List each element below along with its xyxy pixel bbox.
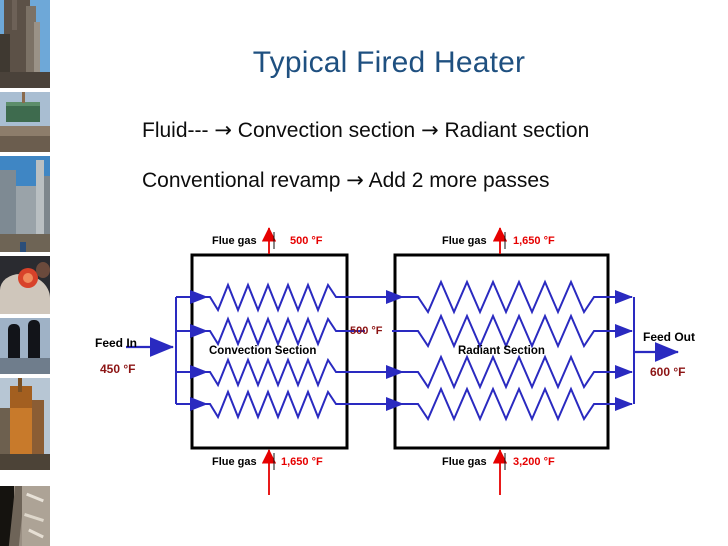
convection-tube-pass-1	[200, 282, 347, 313]
bullet-text-pre: Conventional revamp	[142, 169, 347, 192]
photo-shape	[0, 358, 50, 374]
photo-shape	[0, 34, 10, 88]
photo-shape	[23, 273, 33, 283]
photo-shape	[20, 242, 26, 252]
flue-gas-temp-radiant-bottom: 3,200 °F	[513, 456, 555, 468]
convection-tube-pass-4	[200, 389, 347, 420]
photo-shape	[0, 72, 50, 88]
photo-shape	[10, 386, 32, 408]
thumbnail-process-plant	[0, 156, 50, 252]
photo-shape	[36, 262, 50, 278]
flue-gas-label-radiant-top: Flue gas	[442, 235, 487, 247]
photo-shape	[26, 6, 36, 88]
feed-in-label: Feed In	[95, 336, 138, 350]
thumbnail-worker-silhouette	[0, 318, 50, 374]
photo-shape	[0, 454, 50, 470]
bullet-line-1: Fluid--- → Convection section → Radiant …	[142, 118, 589, 143]
photo-shape	[6, 102, 40, 122]
photo-shape	[0, 408, 10, 470]
flue-gas-temp-convection-bottom: 1,650 °F	[281, 456, 323, 468]
photo-strip	[0, 0, 50, 546]
thumbnail-fired-heater-tower	[0, 378, 50, 470]
flue-gas-label-convection-top: Flue gas	[212, 235, 257, 247]
photo-shape	[0, 170, 16, 252]
flue-gas-temp-convection-top: 500 °F	[290, 235, 323, 247]
radiant-section-label: Radiant Section	[458, 345, 545, 357]
feed-out-temp: 600 °F	[650, 365, 686, 379]
feed-out-label: Feed Out	[643, 330, 696, 344]
photo-shape	[0, 136, 50, 152]
photo-shape	[32, 400, 44, 470]
photo-shape	[44, 176, 50, 252]
radiant-section-box	[393, 253, 610, 450]
right-arrow-icon: →	[214, 118, 232, 142]
convection-section-box	[190, 253, 349, 450]
photo-shape	[22, 92, 25, 103]
right-arrow-icon: →	[421, 118, 439, 142]
photo-shape	[6, 102, 40, 106]
bullet-text-pre: Fluid---	[142, 119, 215, 142]
convection-tube-pass-3	[200, 357, 347, 388]
intermediate-temp-label: 500 °F	[350, 325, 383, 337]
photo-shape	[36, 160, 44, 252]
photo-shape	[12, 0, 17, 30]
photo-shape	[18, 378, 22, 392]
thumbnail-refinery-column	[0, 0, 50, 88]
feed-in-temp: 450 °F	[100, 362, 136, 376]
bullet-text-mid: Add 2 more passes	[363, 169, 550, 192]
thumbnail-module-lift	[0, 92, 50, 152]
photo-shape	[34, 22, 40, 88]
flue-gas-label-radiant-bottom: Flue gas	[442, 456, 487, 468]
bullet-text-post: Radiant section	[438, 119, 590, 142]
radiant-tube-pass-2	[403, 313, 608, 349]
flue-gas-temp-radiant-top: 1,650 °F	[513, 235, 555, 247]
thumbnail-hot-metal	[0, 256, 50, 314]
flue-gas-label-convection-bottom: Flue gas	[212, 456, 257, 468]
convection-section-label: Convection Section	[209, 345, 317, 357]
right-arrow-icon: →	[346, 168, 364, 192]
bullet-text-mid: Convection section	[231, 119, 422, 142]
radiant-tube-pass-1	[403, 279, 608, 315]
bullet-line-2: Conventional revamp → Add 2 more passes	[142, 168, 550, 193]
radiant-tube-pass-4	[403, 386, 608, 422]
convection-tube-pass-2	[200, 316, 347, 347]
thumbnail-insulation-texture	[0, 486, 50, 546]
page-title: Typical Fired Heater	[252, 46, 526, 79]
radiant-tube-pass-3	[403, 354, 608, 390]
